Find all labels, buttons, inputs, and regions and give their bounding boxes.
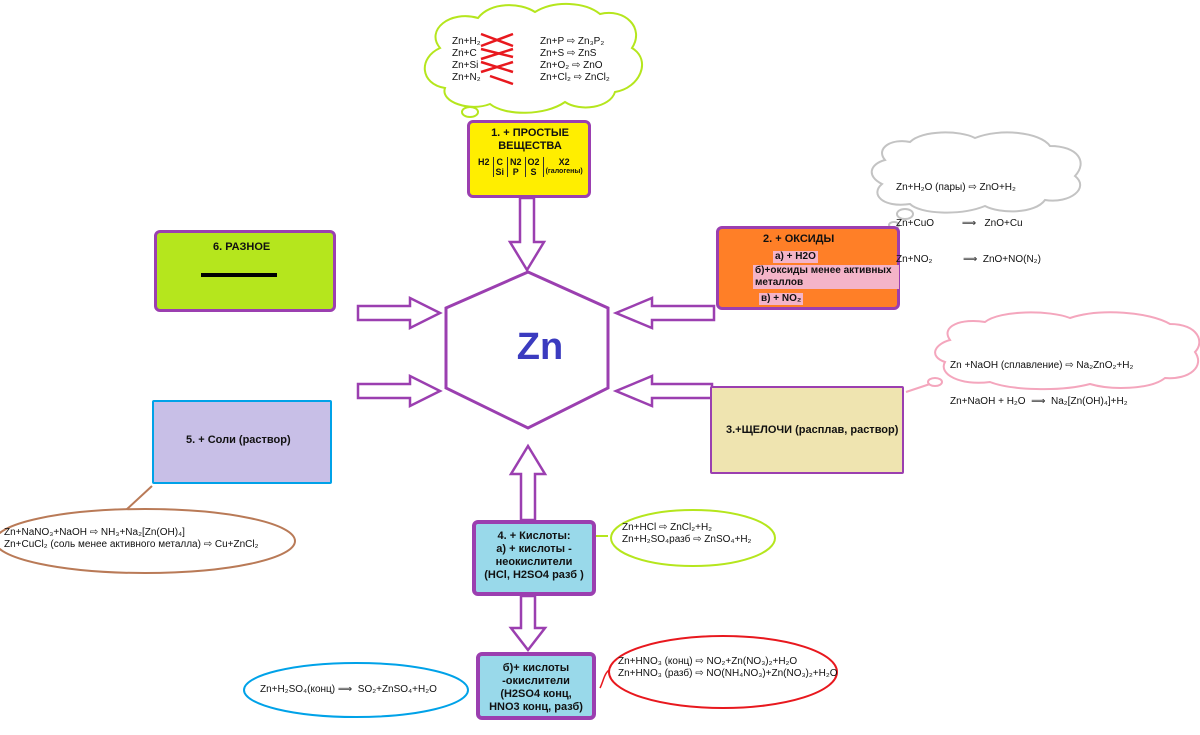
box-alkali: 3.+ЩЕЛОЧИ (расплав, раствор): [710, 386, 904, 474]
cloud-oxides-text: Zn+H₂O (пары) ⇨ ZnO+H₂ Zn+CuO ⟹ ZnO+Cu Z…: [896, 182, 1041, 265]
cloud-simple-left: Zn+H₂ Zn+C Zn+Si Zn+N₂: [452, 36, 481, 83]
box-oxides-title: 2. + ОКСИДЫ: [763, 233, 835, 245]
cross-mark: [489, 74, 514, 86]
element-col: X2(галогены): [542, 157, 583, 177]
oxides-item-a: а) + H2O: [773, 251, 818, 263]
ellipse-acids-text: Zn+HCl ⇨ ZnCl₂+H₂ Zn+H₂SO₄разб ⇨ ZnSO₄+H…: [622, 522, 752, 545]
cross-mark: [480, 60, 514, 74]
box-oxidizing-acids: б)+ кислоты -окислители (H2SO4 конц, HNO…: [476, 652, 596, 720]
misc-dash: [201, 273, 277, 277]
box-acids: 4. + Кислоты: а) + кислоты - неокислител…: [472, 520, 596, 596]
oxides-item-c: в) + NO₂: [759, 293, 804, 305]
arrow-from-top: [507, 196, 547, 273]
arrow-from-left-bottom: [356, 373, 443, 409]
arrow-from-bottom: [508, 443, 548, 522]
ellipse-hno3: [608, 635, 838, 709]
arrow-from-right-top: [612, 296, 716, 330]
connector-salts: [125, 485, 153, 511]
ellipse-salts: [0, 508, 296, 574]
central-hexagon: [444, 270, 610, 430]
box-simple-title: 1. + ПРОСТЫЕ ВЕЩЕСТВА: [491, 127, 569, 152]
cloud-simple: [423, 2, 644, 114]
cloud-simple-bubble: [461, 106, 479, 118]
ellipse-h2so4: [243, 662, 469, 718]
cross-mark: [480, 32, 514, 48]
cloud-alkali-text: Zn +NaOH (сплавление) ⇨ Na₂ZnO₂+H₂ Zn+Na…: [950, 360, 1134, 407]
box-oxacids-text: б)+ кислоты -окислители (H2SO4 конц, HNO…: [489, 662, 583, 713]
box-salts-title: 5. + Соли (раствор): [186, 434, 291, 446]
cloud-alkali-bubble: [927, 377, 943, 387]
cross-mark: [480, 47, 514, 61]
box-oxides: 2. + ОКСИДЫ а) + H2O б)+оксиды менее акт…: [716, 226, 900, 310]
box-misc: 6. РАЗНОЕ: [154, 230, 336, 312]
box-acids-text: 4. + Кислоты: а) + кислоты - неокислител…: [484, 530, 584, 581]
element-col: H2: [478, 157, 490, 167]
box-alkali-title: 3.+ЩЕЛОЧИ (расплав, раствор): [726, 424, 899, 436]
center-label: Zn: [516, 326, 564, 368]
ellipse-acids: [610, 509, 776, 567]
ellipse-salts-text: Zn+NaNO₃+NaOH ⇨ NH₃+Na₂[Zn(OH)₄] Zn+CuCl…: [4, 527, 259, 550]
oxides-item-b: б)+оксиды менее активных металлов: [753, 265, 899, 289]
ellipse-hno3-text: Zn+HNO₃ (конц) ⇨ NO₂+Zn(NO₃)₂+H₂O Zn+HNO…: [618, 656, 838, 679]
connector-alkali: [905, 383, 931, 393]
box-salts: 5. + Соли (раствор): [152, 400, 332, 484]
arrow-from-left-top: [356, 295, 443, 331]
cloud-oxides: [870, 131, 1082, 214]
box-misc-title: 6. РАЗНОЕ: [213, 241, 271, 253]
cloud-simple-right: Zn+P ⇨ Zn₃P₂ Zn+S ⇨ ZnS Zn+O₂ ⇨ ZnO Zn+C…: [540, 36, 610, 83]
ellipse-h2so4-text: Zn+H₂SO₄(конц) ⟹ SO₂+ZnSO₄+H₂O: [260, 684, 437, 695]
cloud-oxides-bubble: [896, 208, 914, 220]
arrow-to-oxacids: [508, 594, 548, 653]
cloud-alkali: [934, 311, 1200, 391]
arrow-from-right-bottom: [612, 374, 714, 408]
